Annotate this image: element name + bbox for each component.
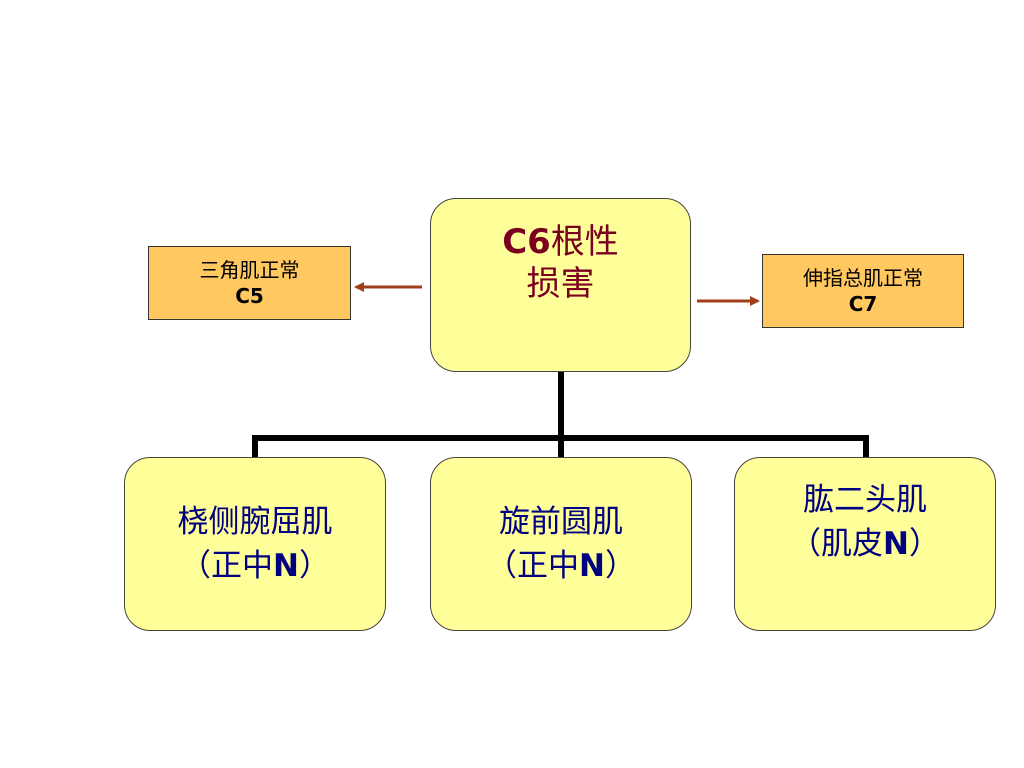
child-3-paren-open: （肌皮	[790, 526, 884, 562]
child-1-paren-close: ）	[298, 548, 330, 584]
root-line-1: C6根性	[502, 221, 619, 263]
child-2-nerve: N	[579, 548, 605, 584]
child-1-nerve: N	[273, 548, 299, 584]
child-3-nerve: N	[883, 526, 909, 562]
child-node-flexor-carpi-radialis: 桡侧腕屈肌 （正中N）	[124, 457, 386, 631]
child-3-muscle: 肱二头肌	[803, 482, 927, 518]
right-box-segment: C7	[848, 292, 878, 316]
child-node-biceps: 肱二头肌 （肌皮N）	[734, 457, 996, 631]
child-1-muscle: 桡侧腕屈肌	[177, 504, 333, 540]
child-2-paren-open: （正中	[486, 548, 580, 584]
right-box-label: 伸指总肌正常	[803, 266, 923, 290]
child-1-nerve-line: （正中N）	[180, 544, 330, 588]
root-line-1-text: 根性	[550, 222, 619, 262]
left-box-segment: C5	[235, 284, 264, 308]
child-2-nerve-line: （正中N）	[486, 544, 636, 588]
child-1-paren-open: （正中	[180, 548, 274, 584]
child-2-paren-close: ）	[604, 548, 636, 584]
root-line-2: 损害	[526, 264, 595, 304]
right-box-extensor-normal: 伸指总肌正常 C7	[762, 254, 964, 328]
left-box-label: 三角肌正常	[199, 258, 300, 282]
child-3-paren-close: ）	[908, 526, 940, 562]
child-3-nerve-line: （肌皮N）	[790, 522, 940, 566]
left-box-deltoid-normal: 三角肌正常 C5	[148, 246, 351, 320]
child-node-pronator-teres: 旋前圆肌 （正中N）	[430, 457, 692, 631]
child-2-muscle: 旋前圆肌	[499, 504, 623, 540]
root-node-c6-lesion: C6根性 损害	[430, 198, 691, 372]
root-segment-label: C6	[502, 222, 551, 262]
